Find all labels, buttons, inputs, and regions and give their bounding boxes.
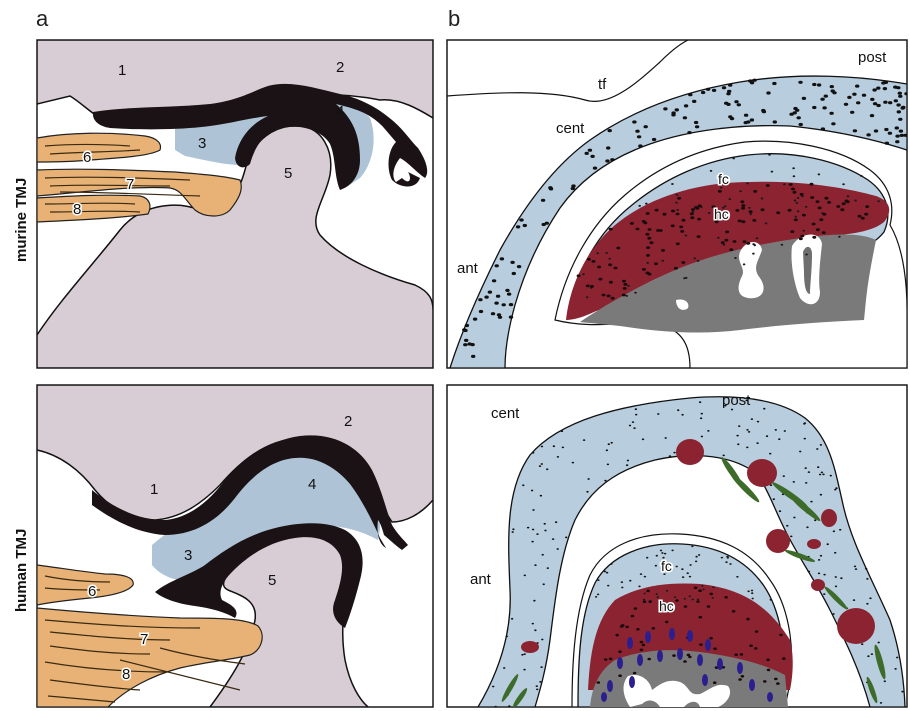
label-fc: fc (661, 558, 672, 574)
label-2: 2 (344, 413, 352, 430)
label-hc: hc (659, 598, 674, 614)
label-3: 3 (198, 135, 206, 152)
label-7: 7 (126, 176, 134, 193)
row-label-murine: murine TMJ (13, 178, 30, 262)
murine-histology-schematic: tf post cent ant fc hc (447, 40, 909, 368)
label-post: post (722, 392, 751, 409)
row-label-human: human TMJ (13, 529, 30, 612)
label-6: 6 (88, 583, 96, 600)
label-2: 2 (336, 59, 344, 76)
label-ant: ant (457, 260, 479, 277)
label-1: 1 (118, 62, 126, 79)
human-histology-schematic: cent post ant fc hc (447, 385, 907, 709)
panel-letter-a: a (36, 6, 49, 31)
human-joint-schematic: 1 2 3 4 5 6 7 8 (37, 385, 433, 707)
label-tf: tf (598, 76, 607, 93)
label-cent: cent (556, 120, 585, 137)
label-ant: ant (470, 571, 492, 588)
label-4: 4 (308, 476, 316, 493)
label-post: post (858, 49, 887, 66)
label-8: 8 (122, 666, 130, 683)
label-8: 8 (73, 201, 81, 218)
label-hc: hc (714, 206, 729, 222)
label-fc: fc (718, 171, 729, 187)
panel-letter-b: b (448, 6, 460, 31)
label-7: 7 (140, 631, 148, 648)
murine-joint-schematic: 1 2 3 4 5 6 7 8 (37, 40, 433, 368)
label-1: 1 (150, 481, 158, 498)
label-4: 4 (336, 103, 344, 120)
label-3: 3 (184, 547, 192, 564)
label-cent: cent (491, 405, 520, 422)
label-5: 5 (268, 572, 276, 589)
label-6: 6 (83, 149, 91, 166)
label-5: 5 (284, 165, 292, 182)
